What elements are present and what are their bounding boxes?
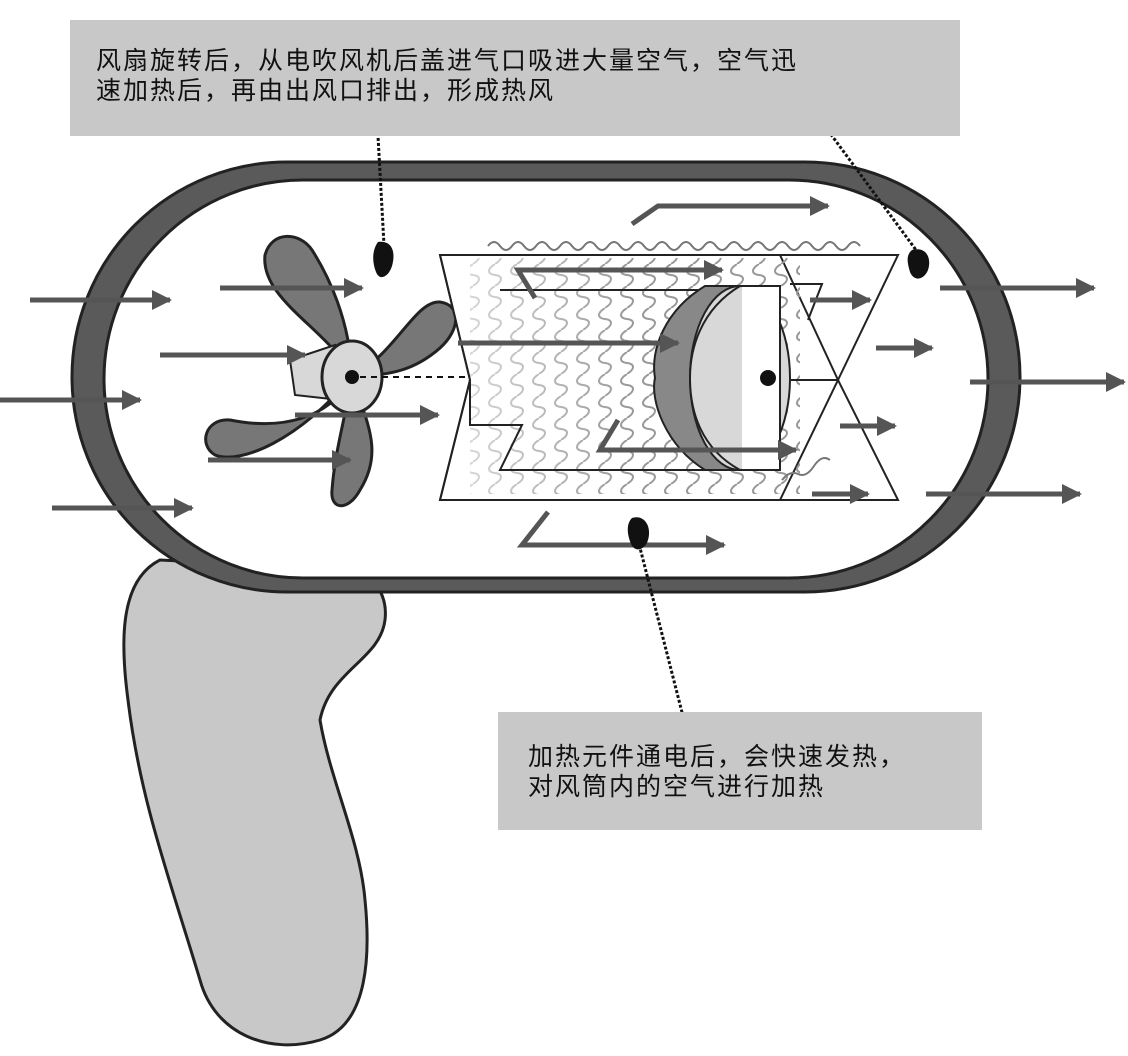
leader-line xyxy=(636,539,688,729)
airflow-arrow xyxy=(516,510,726,555)
airflow-arrow xyxy=(595,418,798,460)
fan-callout-line2: 速加热后，再由出风口排出，形成热风 xyxy=(96,76,556,105)
leader-line xyxy=(375,117,386,246)
pointing-hand-icon xyxy=(373,241,394,278)
fan-axle xyxy=(345,370,359,384)
heater-callout: 加热元件通电后，会快速发热， 对风筒内的空气进行加热 xyxy=(498,712,982,830)
pointing-hand-icon xyxy=(907,249,930,279)
heater-callout-line1: 加热元件通电后，会快速发热， xyxy=(528,742,907,771)
heater-callout-line2: 对风筒内的空气进行加热 xyxy=(528,772,826,801)
fan-callout: 风扇旋转后，从电吹风机后盖进气口吸进大量空气，空气迅 速加热后，再由出风口排出，… xyxy=(70,20,960,136)
airflow-arrow xyxy=(630,196,830,227)
heating-element xyxy=(438,241,900,501)
fan-callout-line1: 风扇旋转后，从电吹风机后盖进气口吸进大量空气，空气迅 xyxy=(96,46,799,75)
fan xyxy=(204,234,458,508)
handle xyxy=(122,558,387,1047)
airflow-arrow xyxy=(513,260,724,300)
leader-line xyxy=(811,109,918,251)
pointing-hand-icon xyxy=(627,517,650,550)
